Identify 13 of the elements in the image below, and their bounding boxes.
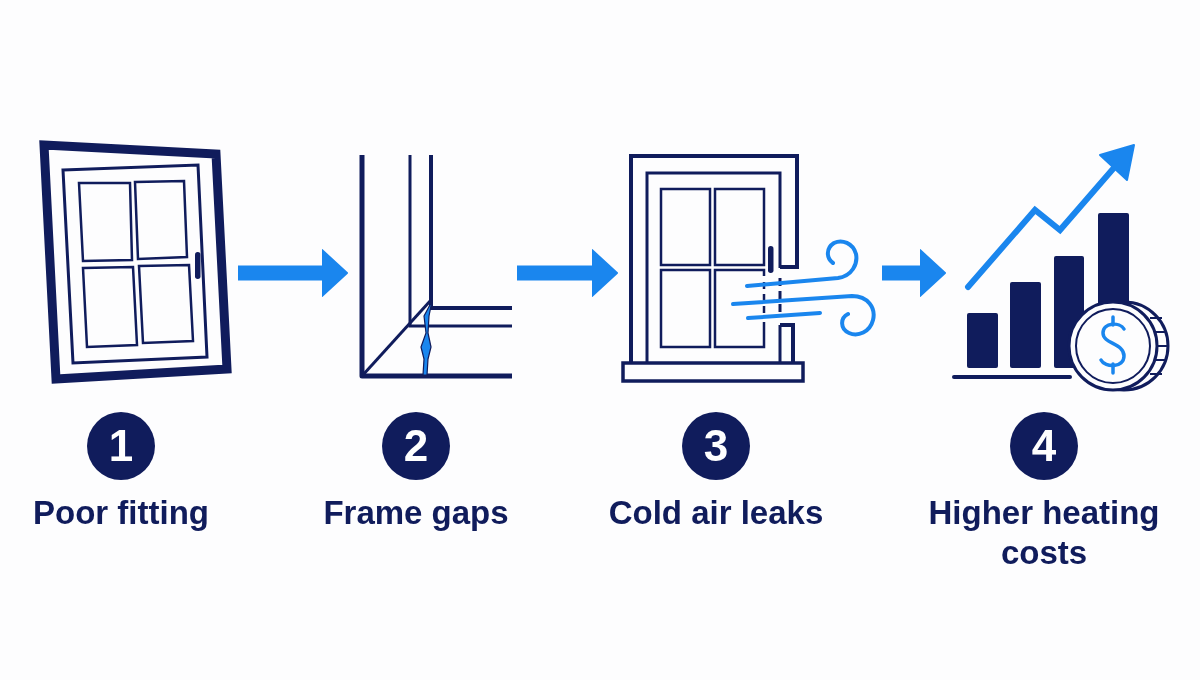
step-label: Higher heating costs <box>927 493 1161 573</box>
step-number-badge: 1 <box>87 412 155 480</box>
step-label: Frame gaps <box>323 493 509 533</box>
cracked-frame-corner-illustration <box>357 152 515 380</box>
step-number-badge: 2 <box>382 412 450 480</box>
step-label: Poor fitting <box>33 493 209 533</box>
step-number-badge: 3 <box>682 412 750 480</box>
arrow <box>882 249 946 297</box>
step-label: Cold air leaks <box>608 493 824 533</box>
arrow <box>238 249 348 297</box>
rising-cost-chart-illustration <box>950 142 1172 392</box>
arrow <box>517 249 618 297</box>
step-number-badge: 4 <box>1010 412 1078 480</box>
